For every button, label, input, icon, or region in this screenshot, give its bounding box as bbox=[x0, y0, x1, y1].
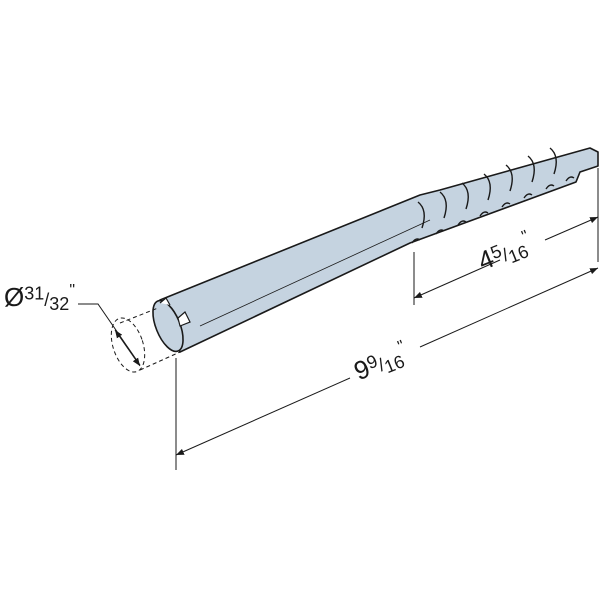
diameter-label: Ø31/32" bbox=[4, 282, 75, 315]
thread-grooves bbox=[411, 147, 575, 244]
diameter-symbol: Ø bbox=[4, 282, 25, 312]
dimension-lines bbox=[175, 216, 599, 456]
diameter-indicator bbox=[78, 303, 181, 373]
